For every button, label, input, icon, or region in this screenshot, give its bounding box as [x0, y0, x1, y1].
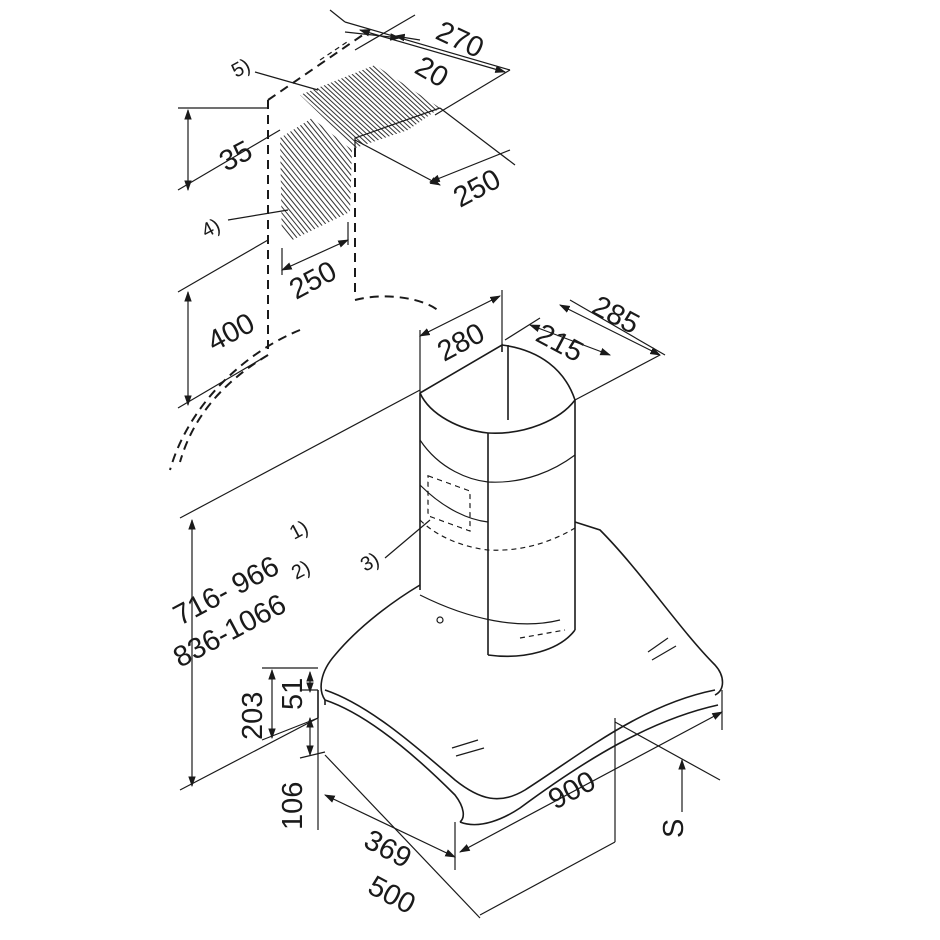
reference-leaders [227, 71, 431, 559]
dimension-labels: 270 20 250 35 250 400 280 285 215 716- 9… [168, 15, 690, 921]
hatch-line-5 [300, 65, 396, 148]
hatch-line-5 [429, 65, 440, 148]
dim-400: 400 [202, 307, 260, 358]
dim-203: 203 [237, 692, 269, 740]
dim-s: S [658, 819, 690, 838]
vent-opening-edge [354, 107, 441, 148]
chimney [419, 343, 576, 658]
bottom-dimensions [324, 690, 723, 919]
hatch-line-4 [299, 118, 352, 245]
hatch-line-5 [334, 65, 440, 148]
hatch-line-5 [470, 40, 600, 160]
ref-4: 4) [198, 215, 224, 243]
hatch-line-5 [300, 65, 381, 148]
hatch-line-4 [390, 100, 520, 260]
lower-left-dimensions [261, 667, 326, 830]
left-vertical-dimensions [177, 107, 349, 409]
hatch-line-5 [480, 40, 610, 160]
hatched-area-5 [300, 40, 610, 160]
hatch-line-5 [460, 40, 590, 160]
hatch-line-5 [354, 65, 440, 148]
hatch-line-4 [289, 118, 352, 245]
dim-51: 51 [277, 678, 309, 710]
dim-369: 369 [359, 824, 417, 875]
hatch-line-5 [300, 65, 376, 148]
dim-285: 285 [587, 290, 645, 341]
dim-106: 106 [277, 782, 309, 830]
hatch-line-4 [280, 118, 321, 245]
hatch-line-4 [280, 118, 316, 245]
hatch-line-5 [434, 65, 440, 148]
dim-270: 270 [431, 15, 488, 64]
footnote-1: 1) [286, 517, 312, 545]
hatch-line-5 [300, 65, 401, 148]
hatch-line-5 [359, 65, 440, 148]
chimney-dimensions [419, 290, 666, 401]
hatch-line-5 [344, 65, 440, 148]
hatch-line-4 [280, 118, 352, 245]
top-dimension-lines [329, 9, 516, 186]
footnote-2: 2) [288, 557, 314, 585]
dim-500: 500 [363, 870, 421, 921]
hatch-line-4 [280, 118, 352, 245]
ref-3: 3) [357, 549, 383, 577]
hatch-line-4 [339, 118, 352, 245]
dim-280: 280 [432, 317, 490, 368]
hatch-line-5 [339, 65, 440, 148]
dim-250-mid: 250 [284, 255, 342, 306]
hatch-line-4 [280, 118, 311, 245]
hatch-line-4 [284, 118, 352, 245]
dim-20: 20 [410, 50, 454, 94]
hatch-line-4 [280, 118, 326, 245]
dim-215: 215 [531, 318, 589, 369]
hatch-line-4 [280, 118, 352, 245]
dim-35: 35 [214, 135, 258, 178]
hatch-line-5 [300, 65, 391, 148]
hatch-line-5 [300, 65, 386, 148]
hatch-line-5 [349, 65, 440, 148]
hatch-line-4 [294, 118, 352, 245]
overall-height-dimension [179, 389, 421, 791]
hatch-line-5 [424, 65, 440, 148]
ref-5: 5) [228, 55, 254, 83]
hatch-line-4 [344, 118, 352, 245]
hatch-line-5 [475, 40, 605, 160]
hatch-line-4 [280, 118, 352, 245]
